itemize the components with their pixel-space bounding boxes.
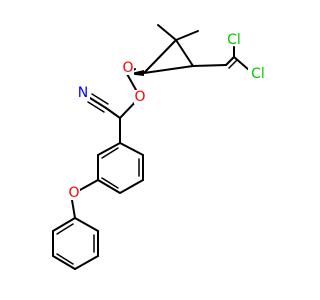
- bond-triple-3: [91, 93, 109, 105]
- bond-c1-c3: [143, 65, 194, 74]
- bond-oether-ring2: [71, 199, 76, 219]
- bond-c3-vinyl: [192, 64, 227, 67]
- ether-oxygen-label: O: [68, 185, 79, 201]
- gem-dimethyl-group: [157, 24, 199, 41]
- ring1-bond-3: [119, 179, 144, 194]
- bond-triple-2: [87, 101, 105, 113]
- chlorine-label-2: Cl: [251, 66, 265, 82]
- benzene-ring-lower: [52, 217, 99, 270]
- molecule-structure: O O N O Cl Cl: [52, 24, 268, 270]
- ring1-bond-4: [97, 179, 121, 194]
- ether-linkage: [71, 179, 99, 219]
- ring2-bond-3: [74, 255, 99, 270]
- bond-c3-c2: [175, 39, 194, 67]
- chlorine-label-1: Cl: [227, 32, 241, 48]
- nitrogen-label: N: [78, 85, 88, 101]
- ring2-inner-2: [56, 253, 74, 265]
- ring1-bond-6: [97, 142, 121, 156]
- bond-vinyl-cl2: [233, 56, 250, 71]
- cyclopropane-ring: [143, 39, 194, 74]
- ring2-bond-4: [52, 255, 76, 270]
- bond-methyl-2: [175, 30, 199, 41]
- bond-cstar-cn: [105, 107, 121, 119]
- ring1-inner-3: [101, 147, 119, 159]
- benzene-ring-upper: [97, 142, 144, 194]
- ring1-inner-2: [101, 177, 119, 189]
- ring2-bond-1: [74, 217, 99, 232]
- carbonyl-oxygen-label: O: [122, 60, 133, 76]
- cyano-group: [87, 93, 121, 119]
- atom-labels: O O N O Cl Cl: [68, 32, 268, 201]
- bond-methyl-1: [157, 24, 177, 41]
- bond-c2-c1: [143, 39, 177, 74]
- dichlorovinyl-group: [192, 46, 250, 71]
- ring2-bond-6: [52, 217, 76, 232]
- ring2-inner-3: [56, 223, 74, 235]
- bond-triple-1: [89, 97, 107, 109]
- bond-ring1-oether: [79, 179, 99, 191]
- ester-oxygen-label: O: [134, 89, 145, 105]
- bond-vinyl-double-1: [225, 56, 235, 66]
- ring1-bond-1: [119, 142, 144, 156]
- bond-vinyl-double-2: [228, 59, 238, 69]
